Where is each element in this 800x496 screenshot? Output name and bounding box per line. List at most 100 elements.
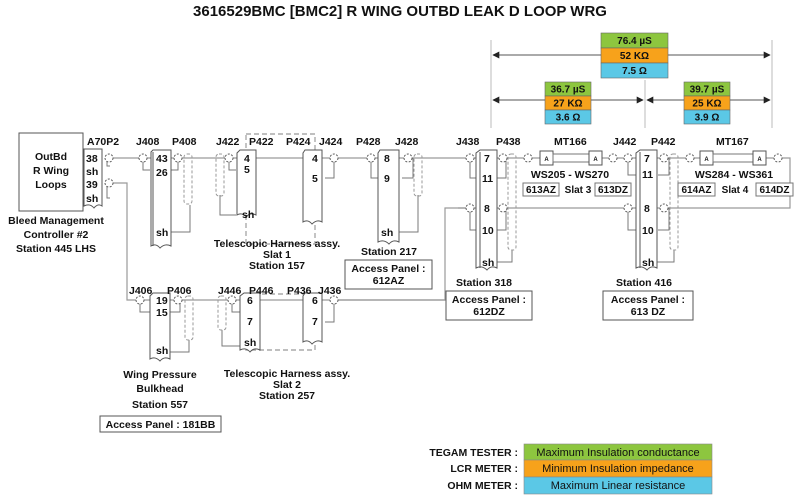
connector-j422 (236, 149, 257, 218)
contact (138, 153, 148, 163)
slat2-caption-1: Telescopic Harness assy. (224, 368, 350, 380)
sensor-mt166-tube (552, 153, 590, 163)
panel-612az-line-2: 612AZ (373, 275, 405, 287)
pin-sh-2: sh (86, 193, 98, 205)
pin-p406-19: 19 (156, 295, 168, 307)
legend-label-ohm: OHM METER : (447, 480, 518, 492)
contact (685, 153, 695, 163)
contact (623, 153, 633, 163)
connector-j446 (239, 292, 261, 353)
label-j406: J406 (129, 285, 153, 297)
label-p424: P424 (286, 136, 311, 148)
sensor-mt167-right-element (752, 150, 767, 166)
pin-p408-43: 43 (156, 153, 168, 165)
pin-p436-7: 7 (312, 316, 318, 328)
shield-drain-p406 (170, 340, 190, 353)
sensor-mt166-range: WS205 - WS270 (531, 169, 609, 181)
label-a70p2: A70P2 (87, 136, 119, 148)
total-impedance: 52 KΩ (620, 51, 649, 62)
right-impedance: 25 KΩ (692, 99, 721, 110)
panel-614dz: 614DZ (759, 185, 789, 196)
contact (173, 153, 183, 163)
controller-line-3: Loops (35, 179, 67, 191)
pin-p406-15: 15 (156, 307, 168, 319)
label-p442: P442 (651, 136, 676, 148)
bulkhead-caption-3: Station 557 (132, 399, 188, 411)
captions: Telescopic Harness assy. Slat 1 Station … (99, 238, 694, 433)
pin-p438-10: 10 (482, 225, 494, 237)
shield-p406 (184, 295, 194, 341)
connector-p436 (302, 292, 323, 345)
label-j436: J436 (318, 285, 342, 297)
contact (329, 295, 339, 305)
right-resistance: 3.9 Ω (695, 113, 720, 124)
bleed-management-controller: OutBd R Wing Loops A70P2 38 sh 39 sh Ble… (8, 132, 119, 255)
shield-p442 (669, 153, 679, 251)
sensor-mt166: A A WS205 - WS270 613AZ Slat 3 613DZ (522, 150, 632, 197)
sensor-mt167: A A WS284 - WS361 614AZ Slat 4 614DZ (677, 150, 794, 197)
slat-3-label: Slat 3 (565, 185, 592, 196)
total-resistance: 7.5 Ω (622, 66, 647, 77)
contact (498, 153, 508, 163)
sensor-mt166-right-element (588, 150, 603, 166)
panel-613dz-line-2: 613 DZ (631, 306, 666, 318)
right-conductance: 39.7 µS (690, 85, 725, 96)
controller-line-2: R Wing (33, 165, 69, 177)
contact (104, 153, 114, 163)
contact (329, 153, 339, 163)
shield-drain-39 (106, 183, 110, 199)
diagram-title: 3616529BMC [BMC2] R WING OUTBD LEAK D LO… (193, 3, 607, 20)
sensor-mt167-tube (712, 153, 754, 163)
slat1-caption-2: Slat 1 (263, 249, 291, 261)
pin-p408-26: 26 (156, 167, 168, 179)
panel-613dz-box (594, 182, 632, 197)
right-resistance-cell (683, 109, 731, 125)
sensor-mt166-left-element (539, 150, 554, 166)
panel-181bb-box (99, 415, 222, 433)
contact (104, 178, 114, 188)
legend-label-tegam: TEGAM TESTER : (429, 447, 518, 459)
contact (659, 153, 669, 163)
pin-p436-6: 6 (312, 295, 318, 307)
shield-j428 (413, 153, 423, 197)
contact (498, 203, 508, 213)
panel-612az-line-1: Access Panel : (351, 263, 425, 275)
sensor-mt167-glyph-right: A (757, 157, 762, 163)
total-conductance: 76.4 µS (617, 36, 652, 47)
panel-613dz-access-box (602, 290, 694, 321)
panel-613dz: 613DZ (598, 185, 628, 196)
pin-38: 38 (86, 153, 98, 165)
legend-desc-resistance: Maximum Linear resistance (551, 480, 686, 492)
legend-desc-conductance: Maximum Insulation conductance (536, 447, 699, 459)
contact (623, 203, 633, 213)
pin-p424-5: 5 (312, 173, 318, 185)
station-217: Station 217 (361, 246, 417, 258)
controller-caption-3: Station 445 LHS (16, 243, 96, 255)
controller-caption-1: Bleed Management (8, 215, 104, 227)
pin-p442-8: 8 (644, 203, 650, 215)
shield-drain-j428 (399, 195, 419, 233)
panel-614dz-box (755, 182, 794, 197)
controller-box (18, 132, 84, 212)
connector-p424 (302, 149, 323, 225)
wire-j436-to-j438 (330, 207, 470, 301)
shield-drain-j446 (221, 330, 240, 347)
slat2-caption-3: Station 257 (259, 390, 315, 402)
label-p438: P438 (496, 136, 521, 148)
label-p428: P428 (356, 136, 381, 148)
contact (173, 295, 183, 305)
legend-desc-impedance: Minimum Insulation impedance (542, 463, 694, 475)
station-318: Station 318 (456, 277, 512, 289)
shield-p408 (183, 153, 193, 205)
pin-j446-sh: sh (244, 337, 256, 349)
pin-p408-sh: sh (156, 227, 168, 239)
left-impedance: 27 KΩ (553, 99, 582, 110)
contact (227, 295, 237, 305)
left-measurement-box: 36.7 µS 27 KΩ 3.6 Ω (544, 81, 592, 125)
label-p406: P406 (167, 285, 192, 297)
panel-613az: 613AZ (526, 185, 556, 196)
panel-614az: 614AZ (681, 185, 711, 196)
legend: TEGAM TESTER : LCR METER : OHM METER : M… (429, 443, 713, 495)
label-mt167: MT167 (716, 136, 749, 148)
contact (366, 153, 376, 163)
